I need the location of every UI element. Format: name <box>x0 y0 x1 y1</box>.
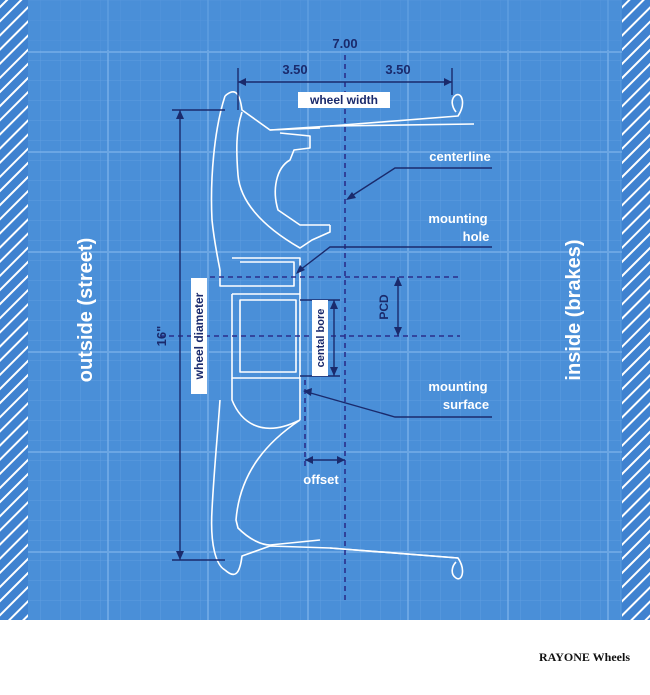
mounting-hole-label-2: hole <box>463 229 490 244</box>
wheel-diameter-label: wheel diameter <box>192 292 206 380</box>
left-half-label: 3.50 <box>282 62 307 77</box>
offset-label: offset <box>303 472 339 487</box>
arrowheads <box>176 78 452 560</box>
centerline-label: centerline <box>429 149 490 164</box>
top-ruler-band <box>28 0 622 50</box>
central-bore-label: cental bore <box>315 309 327 368</box>
top-dimension-label: 7.00 <box>332 36 357 51</box>
wheel-diameter-box <box>191 278 207 394</box>
reference-lines <box>160 55 460 600</box>
diameter-value-label: 16" <box>154 326 169 347</box>
mounting-hole-label-1: mounting <box>428 211 487 226</box>
central-bore-box <box>312 300 328 376</box>
left-hatch-border <box>0 0 28 620</box>
mounting-surface-label-1: mounting <box>428 379 487 394</box>
outside-street-label: outside (street) <box>75 238 97 382</box>
right-half-label: 3.50 <box>385 62 410 77</box>
inside-brakes-label: inside (brakes) <box>563 239 585 380</box>
blueprint-major-grid <box>28 0 622 620</box>
wheel-width-label: wheel width <box>309 93 378 107</box>
wheel-width-box <box>298 92 390 108</box>
mounting-surface-label-2: surface <box>443 397 489 412</box>
right-hatch-border <box>622 0 650 620</box>
credit-caption: RAYONE Wheels <box>538 650 630 664</box>
pcd-label: PCD <box>377 294 391 320</box>
